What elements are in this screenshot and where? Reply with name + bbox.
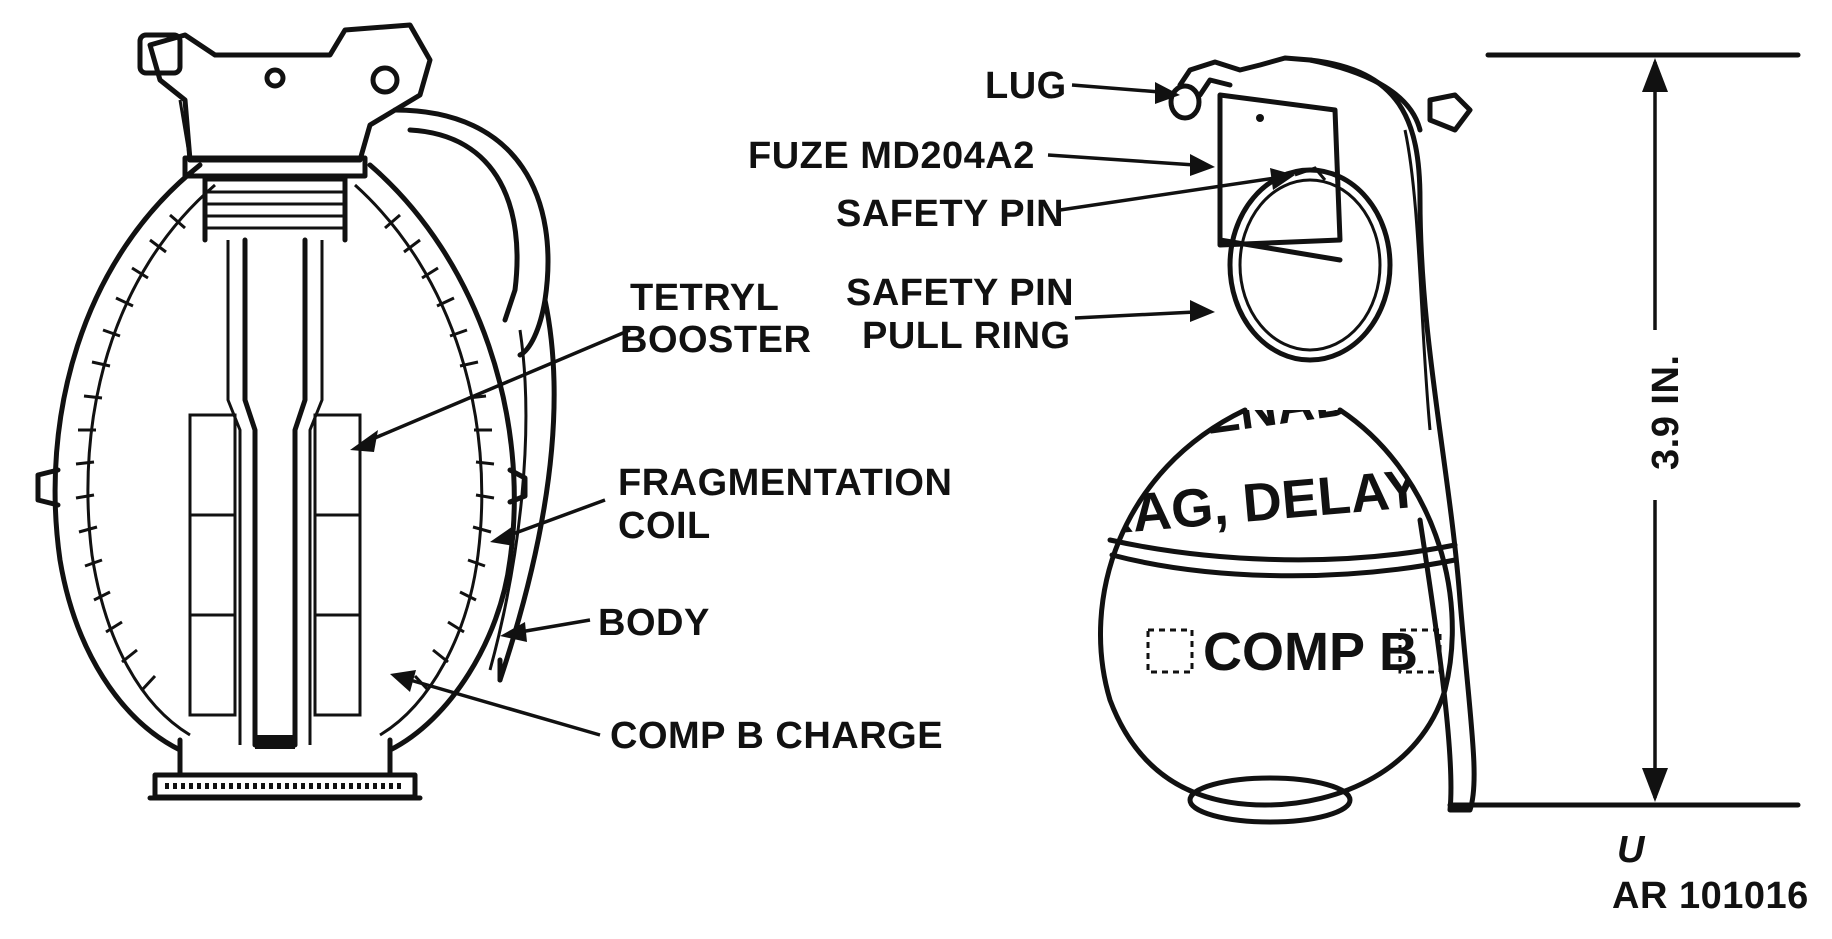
body-print-line1: GRENADE, HAN xyxy=(1124,344,1530,457)
exterior-leaders xyxy=(1047,82,1295,322)
fuze-label: FUZE MD204A2 xyxy=(748,135,1035,177)
figure-number: AR 101016 xyxy=(1612,875,1809,917)
cutaway-charge-blocks xyxy=(188,413,362,717)
exterior-body-print: GRENADE, HAN RAG, DELAY M26 xyxy=(1091,344,1542,547)
body-label: BODY xyxy=(598,602,710,644)
comp-b-charge-label: COMP B CHARGE xyxy=(610,715,943,757)
cutaway-base xyxy=(147,737,423,801)
height-label: 3.9 IN. xyxy=(1645,355,1687,470)
tetryl-booster-label-2: BOOSTER xyxy=(620,319,811,361)
body-print-bracket-right xyxy=(1398,628,1442,674)
pull-ring-label: SAFETY PIN xyxy=(846,272,1074,314)
exterior-safety-lever xyxy=(1307,57,1477,813)
exterior-body xyxy=(1098,407,1458,825)
body-print-line2: RAG, DELAY M26 xyxy=(1091,448,1542,547)
height-dimension: 3.9 IN. xyxy=(1447,52,1801,808)
cutaway-fuze-head xyxy=(137,22,433,163)
body-print-bracket-left xyxy=(1146,628,1194,674)
figure-id: U AR 101016 xyxy=(1612,829,1809,917)
body-print-line3: COMP B xyxy=(1203,622,1418,682)
pull-ring-label-2: PULL RING xyxy=(862,315,1071,357)
exterior-grenade: GRENADE, HAN RAG, DELAY M26 COMP B LUG F… xyxy=(748,55,1542,825)
cutaway-body-shell xyxy=(35,162,528,753)
cutaway-grenade: TETRYL BOOSTER FRAGMENTATION COIL BODY C… xyxy=(35,22,952,801)
cutaway-detonator-tube xyxy=(226,237,324,749)
classification-mark: U xyxy=(1617,829,1646,871)
safety-pin-label: SAFETY PIN xyxy=(836,193,1064,235)
tetryl-booster-label: TETRYL xyxy=(630,277,779,319)
cutaway-leaders xyxy=(350,328,631,737)
fragmentation-coil-label: FRAGMENTATION xyxy=(618,462,952,504)
cutaway-threads xyxy=(182,155,368,243)
fragmentation-coil-label-2: COIL xyxy=(618,505,711,547)
lug-label: LUG xyxy=(985,65,1067,107)
exterior-pull-ring xyxy=(1227,166,1393,363)
